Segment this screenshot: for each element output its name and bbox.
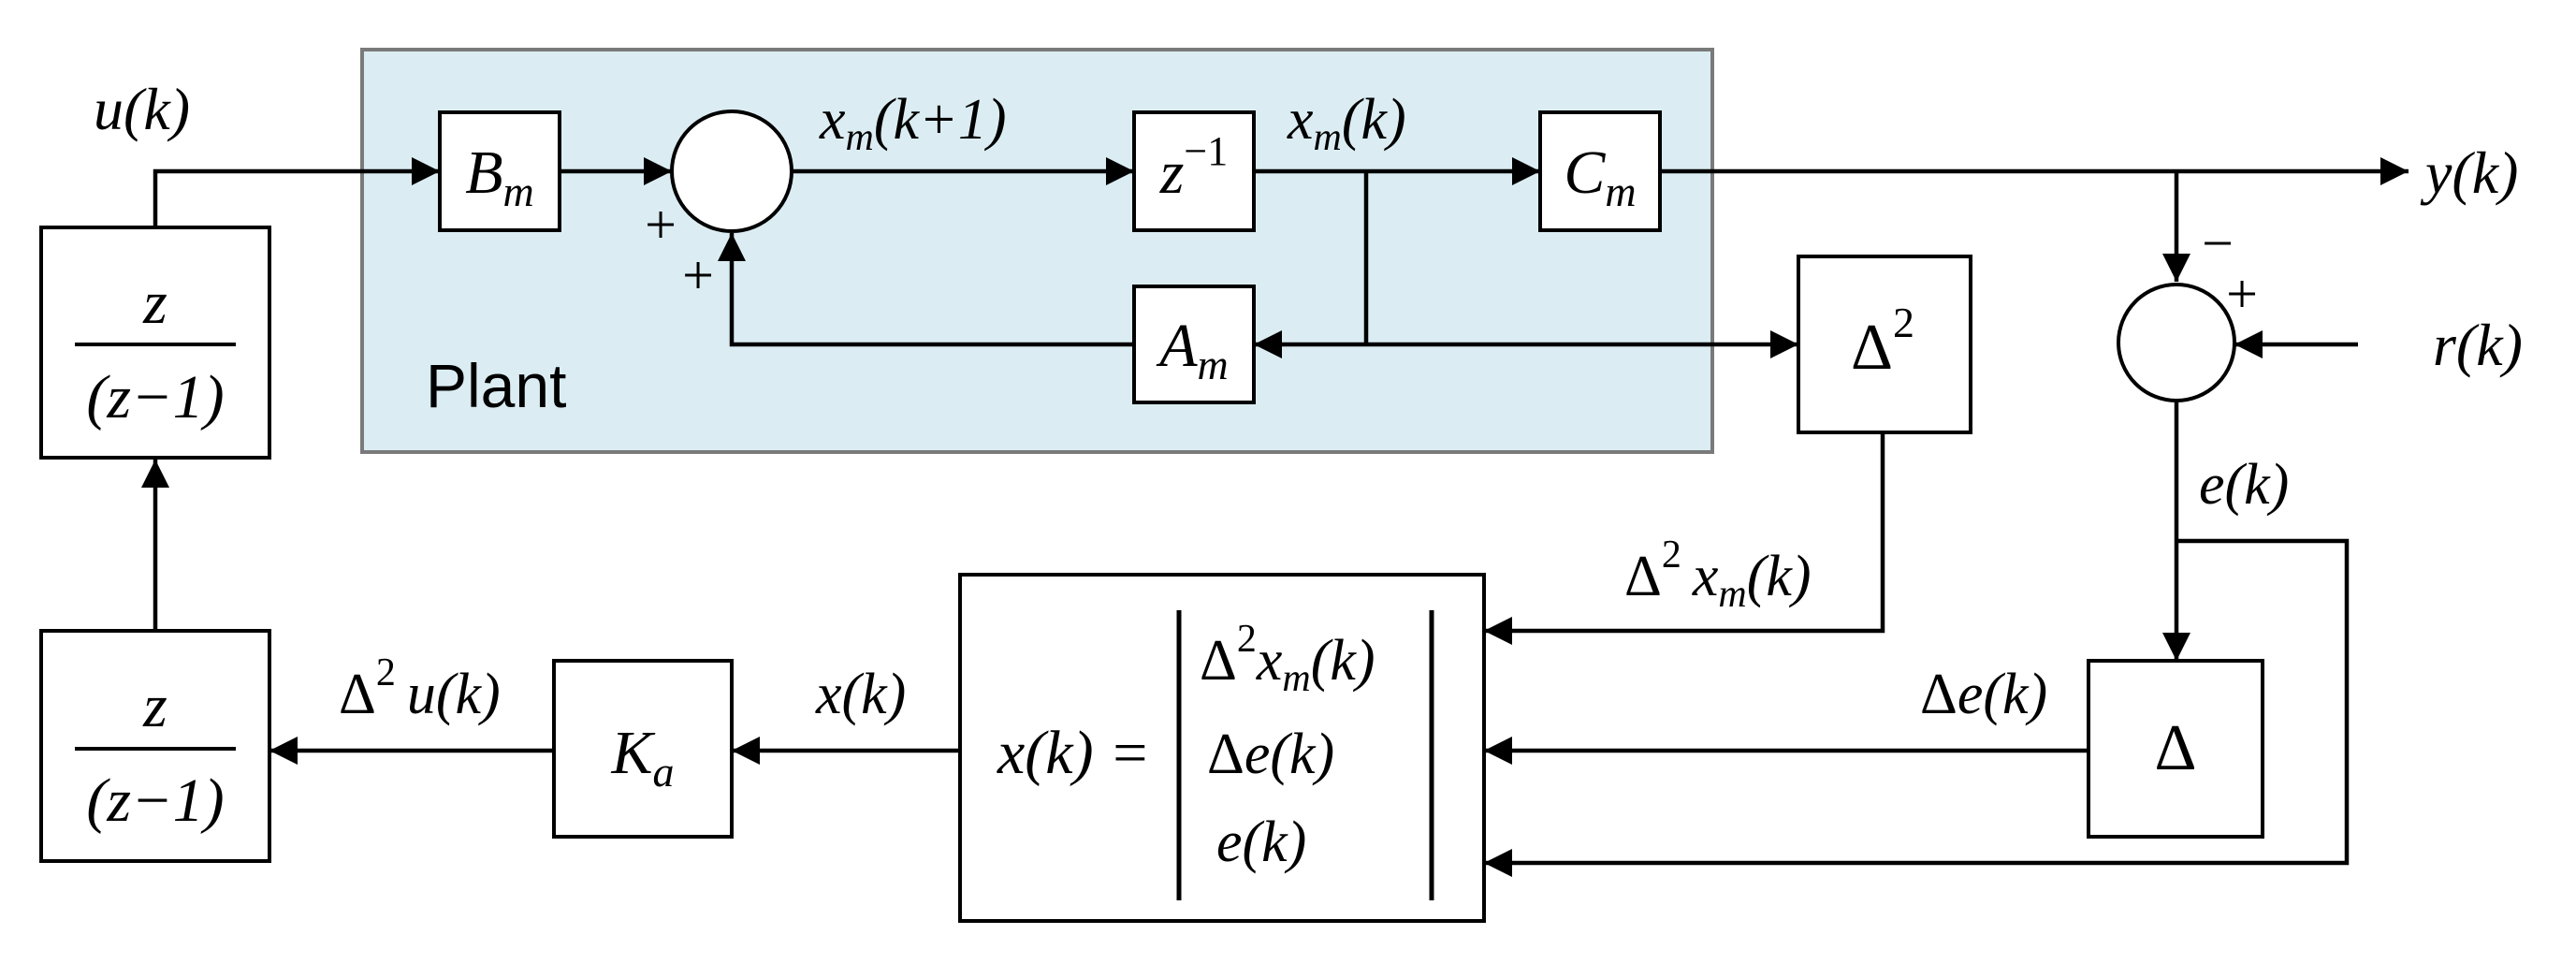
ka-gain-block: Ka [552,659,734,839]
svg-text:Cm: Cm [1564,139,1636,215]
signal-label-e: e(k) [2199,453,2289,517]
wire-delta-sq-to-vector [1484,432,1885,645]
svg-text:(z−1): (z−1) [86,767,224,835]
svg-text:Δ2: Δ2 [1851,299,1914,384]
plant-sum-sign-top: + [645,194,677,256]
svg-text:z−1: z−1 [1159,128,1229,207]
state-vector-block: x(k) = Δ2xm(k) Δe(k) e(k) [958,573,1486,923]
error-sum-sign-minus: − [2202,212,2234,274]
svg-text:Bm: Bm [465,139,534,215]
cm-block: Cm [1538,110,1662,232]
integrator-bottom-block: z (z−1) [39,629,271,863]
wire-am-to-sum [718,233,1134,347]
plant-sum-sign-bottom: + [682,244,714,306]
wire-u-to-bm [153,157,440,227]
svg-text:(z−1): (z−1) [86,363,224,431]
state-vector-lhs: x(k) = [997,719,1151,787]
signal-label-y: y(k) [2420,139,2518,206]
wire-e-to-vector [1484,538,2350,877]
state-vector-row-3: e(k) [1216,811,1306,874]
am-block: Am [1132,285,1256,404]
delta-block: Δ [2087,659,2264,839]
integrator-top-block: z (z−1) [39,226,271,460]
state-vector-row-1: Δ2xm(k) [1200,618,1375,700]
bm-block: Bm [438,110,561,232]
signal-label-x: x(k) [815,663,906,726]
signal-label-xm: xm(k) [1287,88,1406,159]
svg-text:z: z [142,672,167,740]
signal-label-xm-next: xm(k+1) [819,88,1007,159]
error-summing-junction [2117,283,2236,402]
plant-summing-junction [670,110,793,233]
signal-label-de: Δe(k) [1920,663,2047,726]
svg-text:Ka: Ka [610,719,674,796]
plant-label: Plant [426,351,566,420]
svg-text:Δ: Δ [2154,712,2196,784]
svg-text:z: z [142,269,167,337]
delay-block: z−1 [1132,110,1256,232]
signal-label-u: u(k) [94,76,190,142]
delta-squared-block: Δ2 [1797,255,1972,434]
signal-wires [141,157,2409,877]
signal-label-r: r(k) [2433,312,2523,378]
state-vector-row-2: Δe(k) [1207,723,1334,786]
error-sum-sign-plus: + [2226,263,2258,325]
svg-text:Am: Am [1156,312,1229,388]
plant-region [360,48,1714,454]
